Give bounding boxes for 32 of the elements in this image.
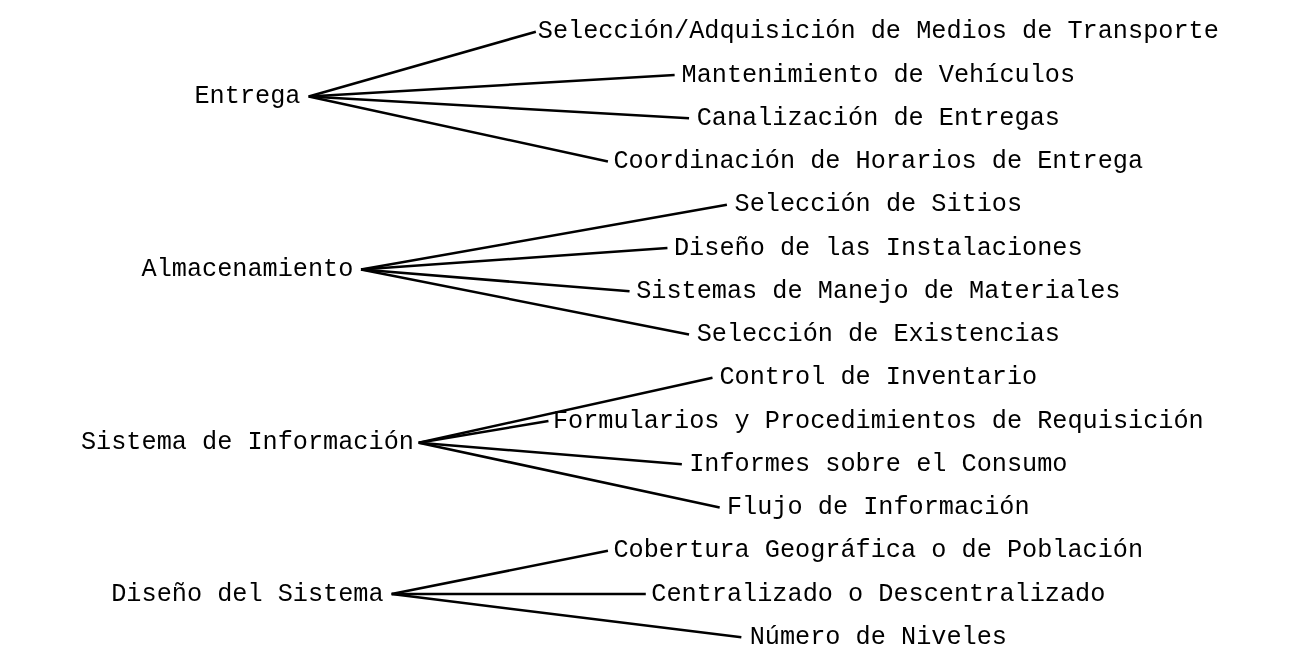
node-text: Formularios y Procedimientos de Requisición [552,406,1204,436]
node-text: Sistemas de Manejo de Materiales [636,276,1121,306]
node-text: Entrega [194,82,301,112]
connector [418,376,713,444]
connector [360,246,668,271]
connector [360,203,728,271]
node-text: Coordinación de Horarios de Entrega [613,147,1144,177]
connector [391,592,742,639]
node-text: Canalización de Entregas [696,103,1060,133]
node-text: Almacenamiento [141,255,354,285]
connector [308,95,690,120]
node-text: Control de Inventario [719,363,1038,393]
node-text: Selección de Sitios [734,190,1023,220]
node-text: Centralizado o Descentralizado [651,579,1106,609]
node-text: Selección/Adquisición de Medios de Transporte [537,17,1219,47]
node-text: Flujo de Información [726,493,1030,523]
node-text: Número de Niveles [749,622,1007,652]
node-text: Cobertura Geográfica o de Población [613,536,1144,566]
node-text: Informes sobre el Consumo [689,449,1068,479]
connector [418,441,682,466]
node-text: Diseño de las Instalaciones [674,233,1083,263]
connector [308,30,537,98]
connector [418,441,720,509]
node-text: Mantenimiento de Vehículos [681,60,1076,90]
connector [360,268,690,336]
connector [418,419,549,444]
connector [391,549,609,596]
connector [308,95,609,163]
node-text: Selección de Existencias [696,320,1060,350]
connector [360,268,630,293]
node-text: Sistema de Información [80,428,414,458]
node-text: Diseño del Sistema [111,579,384,609]
